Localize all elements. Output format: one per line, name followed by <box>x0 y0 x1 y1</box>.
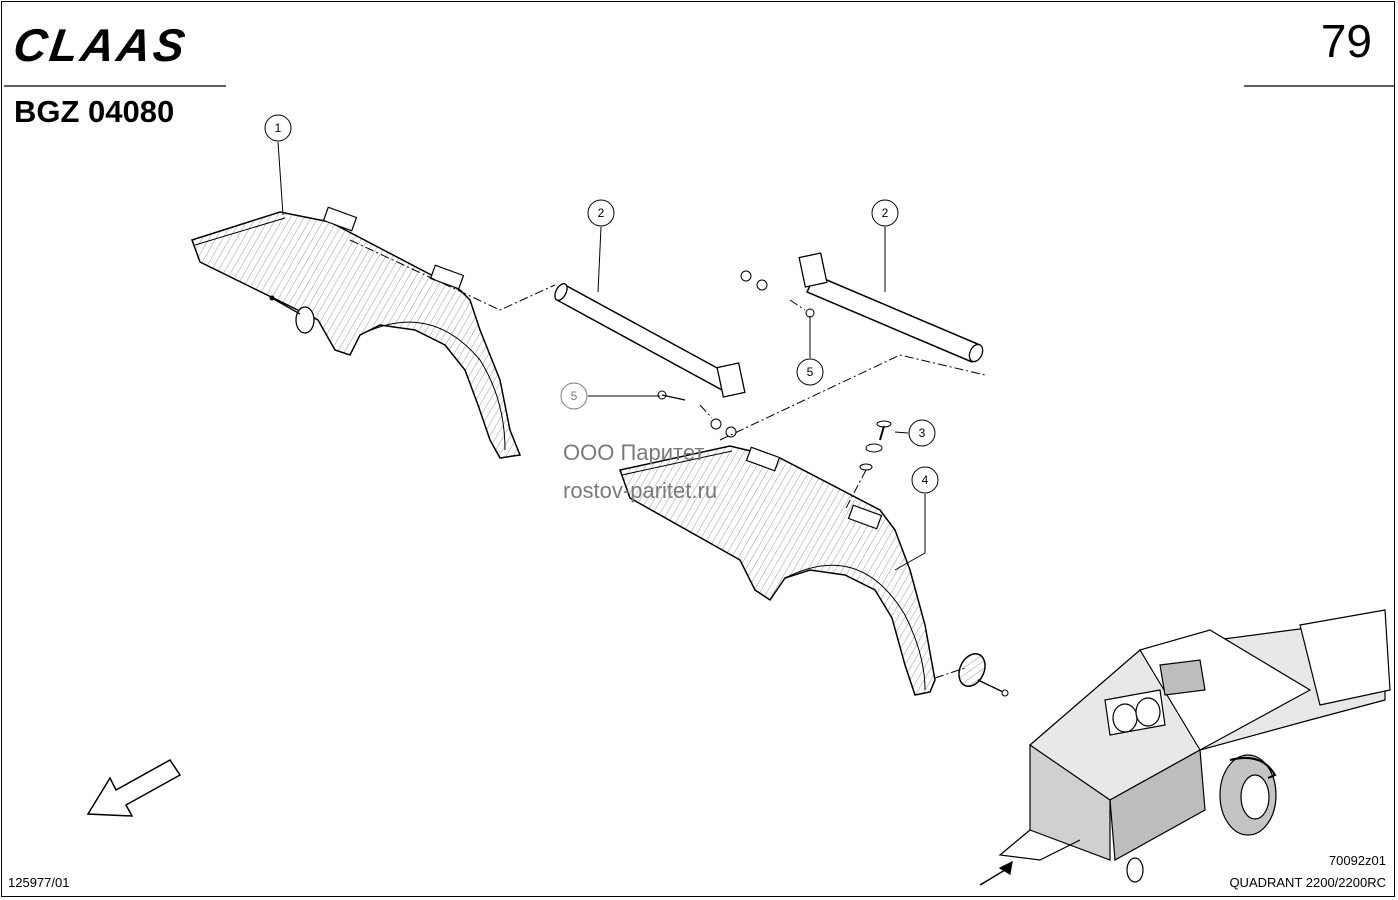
group-code: BGZ 04080 <box>14 94 175 129</box>
assembly-lines <box>349 239 986 679</box>
fender-left <box>191 206 522 459</box>
callout-1: 1 <box>275 121 282 135</box>
callouts: 1 2 2 3 4 5 5 <box>264 114 939 571</box>
fender-right <box>619 445 1009 697</box>
page-number: 79 <box>1320 15 1372 67</box>
document-number: 125977/01 <box>8 875 70 890</box>
direction-arrow-icon <box>86 759 182 817</box>
figure-number: 70092z01 <box>1328 853 1386 868</box>
callout-4: 4 <box>922 473 929 487</box>
callout-2b: 2 <box>882 206 889 220</box>
bolt-assembly <box>859 420 892 471</box>
watermark-company: ООО Паритет <box>563 440 705 465</box>
support-tube-left <box>554 283 746 438</box>
callout-3: 3 <box>919 426 926 440</box>
callout-2a: 2 <box>598 206 605 220</box>
model-name: QUADRANT 2200/2200RC <box>1229 875 1386 890</box>
baler-overview-illustration <box>979 609 1391 886</box>
support-tube-right <box>740 252 984 363</box>
callout-5a: 5 <box>571 389 578 403</box>
callout-5b: 5 <box>807 365 814 379</box>
watermark-website: rostov-paritet.ru <box>563 478 718 503</box>
